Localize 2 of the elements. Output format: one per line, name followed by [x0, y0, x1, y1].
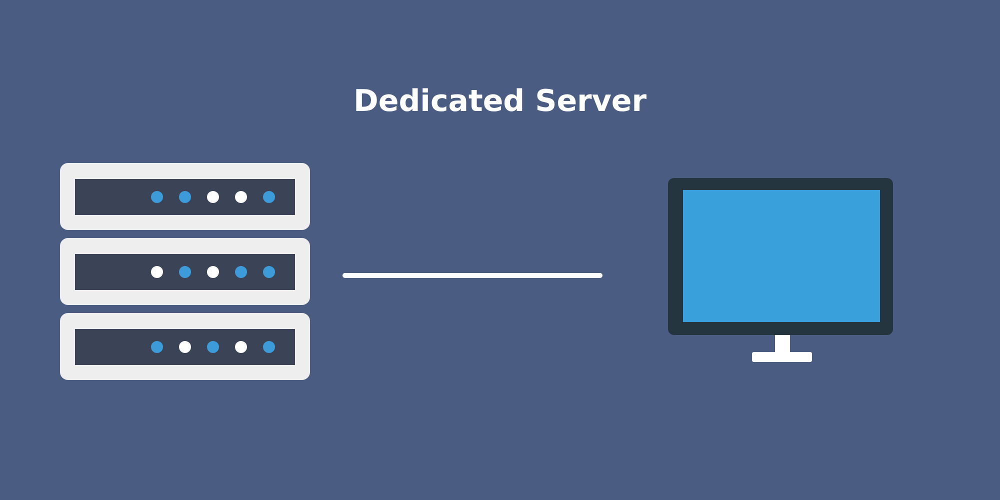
connector-line	[342, 273, 602, 278]
title: Dedicated Server	[352, 84, 648, 119]
